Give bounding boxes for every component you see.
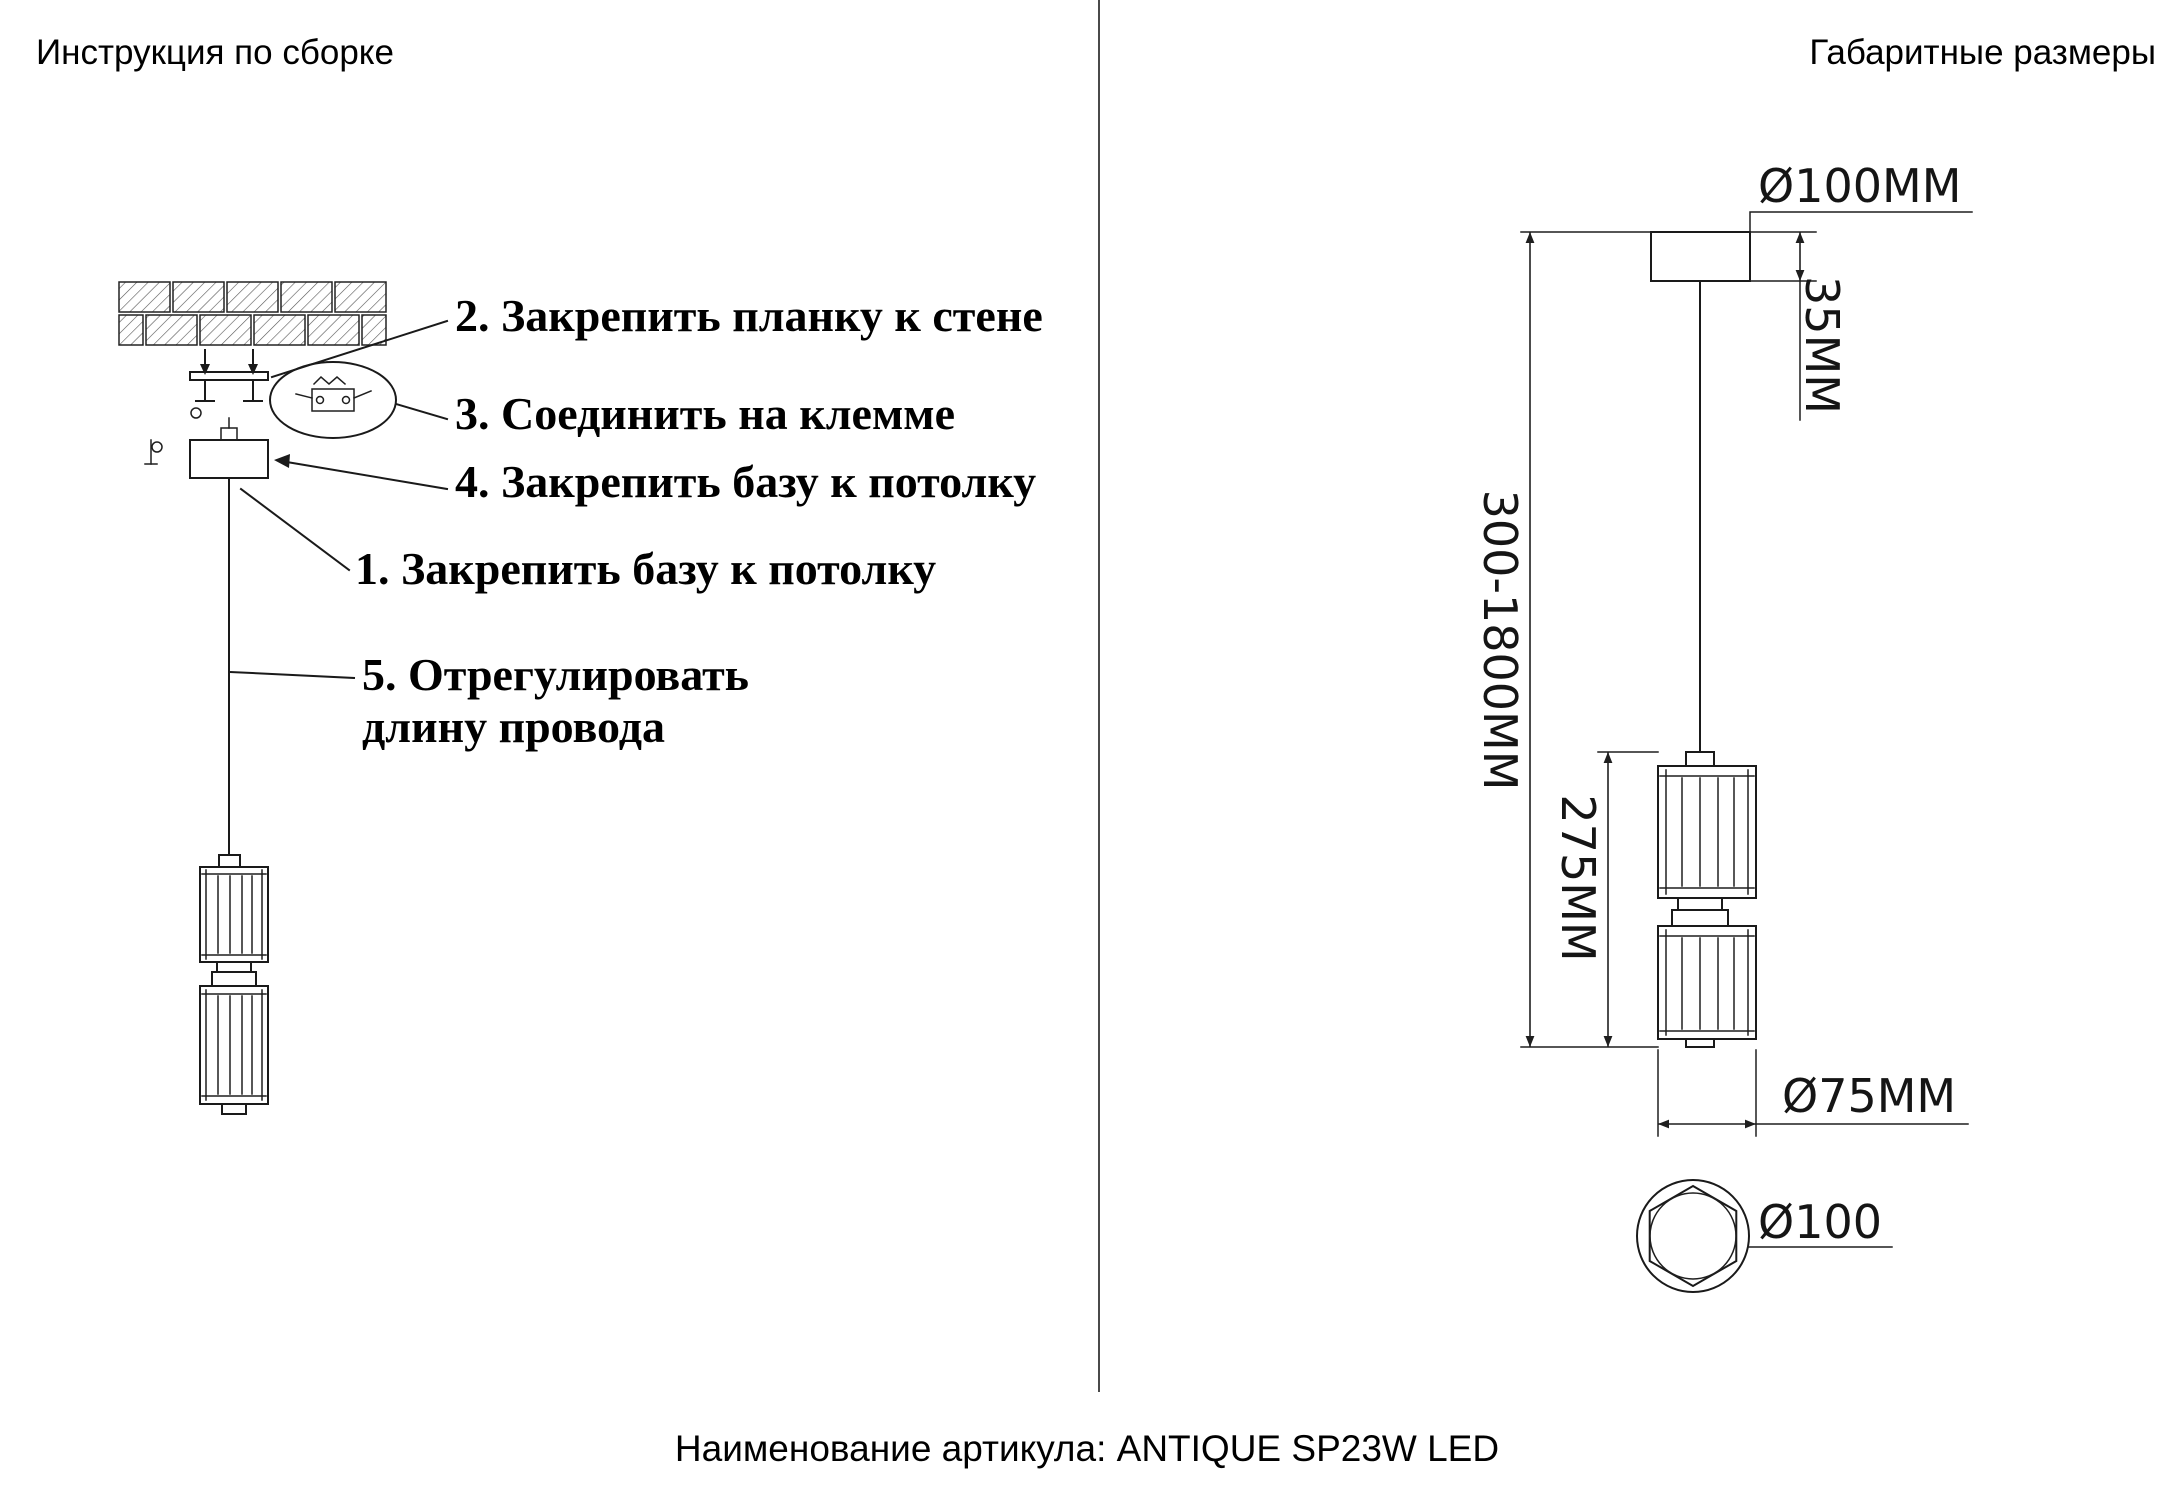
assembly-step-2-label: 2. Закрепить планку к стене	[455, 290, 1043, 341]
assembly-step-3-label: 3. Соединить на клемме	[455, 388, 955, 439]
dimension-canopy-height: 35MM	[1749, 231, 1849, 421]
leader-lines	[229, 319, 449, 680]
leader-step4	[285, 460, 449, 491]
dimension-shade-height: 275MM	[1551, 751, 1659, 1047]
section-divider	[1098, 0, 1100, 1392]
leader-step1	[239, 487, 351, 572]
canopy-diameter-label: Ø100MM	[1758, 159, 1961, 213]
shade-diameter-label: Ø75MM	[1782, 1069, 1956, 1123]
assembly-step-5-label-line1: 5. Отрегулировать	[362, 649, 749, 700]
dimension-canopy-diameter: Ø100MM	[1749, 159, 1973, 233]
bottom-view-hexagon	[1648, 1184, 1738, 1288]
bottom-view: Ø100	[1636, 1179, 1893, 1293]
assembly-step-5-label-line2: длину провода	[362, 701, 665, 752]
terminal-callout	[269, 361, 397, 439]
bottom-view-outer-circle	[1636, 1179, 1750, 1293]
terminal-block	[311, 388, 355, 412]
anchor-bolts	[200, 349, 258, 375]
assembly-diagram: 2. Закрепить планку к стене 3. Соединить…	[118, 281, 1043, 1115]
assembly-section-title: Инструкция по сборке	[36, 33, 394, 72]
article-name: Наименование артикула: ANTIQUE SP23W LED	[674, 1428, 1500, 1469]
leader-step5	[229, 670, 356, 680]
canopy	[1650, 231, 1751, 282]
leader-step4-arrow	[274, 454, 290, 468]
mounting-bracket	[189, 371, 269, 419]
dimension-suspension-length: 300-1800MM	[1473, 231, 1659, 1048]
dimensions-section-title: Габаритные размеры	[1809, 33, 2156, 72]
bottom-view-inner-circle	[1649, 1192, 1737, 1280]
brick-wall	[118, 281, 387, 346]
leader-step2	[270, 319, 449, 379]
suspension-length-label: 300-1800MM	[1473, 490, 1527, 791]
canopy-height-label: 35MM	[1795, 276, 1849, 414]
shade-height-label: 275MM	[1551, 794, 1605, 961]
screw-detail	[220, 427, 238, 441]
pendant-shade	[199, 854, 269, 1115]
ceiling-base	[144, 417, 269, 479]
assembly-step-1-label: 1. Закрепить базу к потолку	[355, 543, 936, 594]
base-diameter-label: Ø100	[1758, 1195, 1882, 1249]
leader-step3	[394, 402, 449, 421]
hook-detail	[190, 407, 202, 419]
assembly-step-4-label: 4. Закрепить базу к потолку	[455, 456, 1036, 507]
dimension-shade-diameter: Ø75MM	[1657, 1049, 1969, 1137]
pendant-shade	[1657, 751, 1757, 1048]
dimensions-diagram: Ø100MM 35MM 300-1800MM 275MM	[1473, 159, 1973, 1293]
